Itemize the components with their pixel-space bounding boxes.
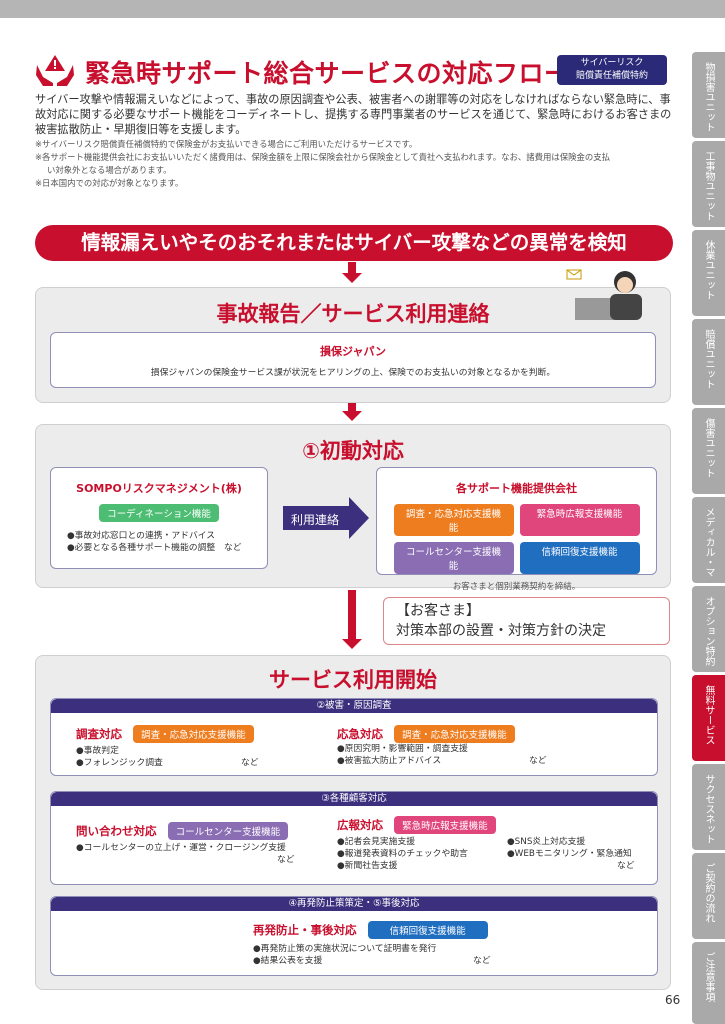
detection-banner: 情報漏えいやそのおそれまたはサイバー攻撃などの異常を検知 <box>35 225 673 261</box>
side-tab-options[interactable]: オプション特約 <box>692 586 725 672</box>
side-tab-free-services[interactable]: 無料サービス <box>692 675 725 761</box>
section-header: ④再発防止策策定・⑤事後対応 <box>51 897 657 911</box>
bullet-item: ●結果公表を支援 <box>253 956 323 966</box>
badge-line: 賠償責任補償特約 <box>575 71 648 81</box>
note: ※サイバーリスク賠償責任補償特約で保険金がお支払いできる場合にご利用いただけるサ… <box>35 139 418 149</box>
badge-line: サイバーリスク <box>580 58 644 68</box>
page-title: 緊急時サポート総合サービスの対応フロー <box>85 59 570 88</box>
function-tag: 信頼回復支援機能 <box>367 921 488 939</box>
survey-tag: 調査・応急対応支援機能 <box>393 504 514 536</box>
note: ※各サポート機能提供会社にお支払いいただく諸費用は、保険金額を上限に保険会社から… <box>35 152 611 162</box>
page-number: 66 <box>665 993 681 1007</box>
etc-label: など <box>617 861 635 871</box>
worried-person-illustration <box>566 269 642 320</box>
damage-investigation-section: ②被害・原因調査 調査対応 調査・応急対応支援機能 ●事故判定 ●フォレンジック調… <box>50 698 658 776</box>
side-tab-business-interruption[interactable]: 休業ユニット <box>692 230 725 316</box>
side-tab-injury[interactable]: 傷害ユニット <box>692 408 725 494</box>
contact-label: 利用連絡 <box>291 513 340 527</box>
coordination-tag: コーディネーション機能 <box>99 504 219 522</box>
contract-note: お客さまと個別業務契約を締結。 <box>452 582 581 592</box>
company-name: SOMPOリスクマネジメント(株) <box>76 482 242 495</box>
note: い対象外となる場合があります。 <box>47 165 172 175</box>
company-name: 損保ジャパン <box>320 345 386 358</box>
step-title: ①初動対応 <box>302 439 404 463</box>
step-title: 事故報告／サービス利用連絡 <box>216 302 490 326</box>
arrow-stem <box>348 403 356 412</box>
etc-label: など <box>241 758 259 768</box>
side-tab-liability[interactable]: 賠償ユニット <box>692 319 725 405</box>
side-tab-success-net[interactable]: サクセスネット <box>692 764 725 850</box>
callcenter-tag: コールセンター支援機能 <box>393 542 514 574</box>
response-label: 広報対応 <box>337 818 383 832</box>
report-panel: 事故報告／サービス利用連絡 損保ジャパン 損保ジャパンの保険金サービス課が状況を… <box>35 287 671 403</box>
bullet-item: ●原因究明・影響範囲・調査支援 <box>337 744 468 754</box>
down-arrow-icon <box>342 273 362 283</box>
bullet-item: ●被害拡大防止アドバイス <box>337 756 442 766</box>
down-arrow-icon <box>342 639 362 649</box>
initial-response-panel: ①初動対応 SOMPOリスクマネジメント(株) コーディネーション機能 ●事故対… <box>35 424 671 592</box>
arrow-stem <box>348 262 356 274</box>
side-tab-property[interactable]: 物損害ユニット <box>692 52 725 138</box>
arrow-stem <box>348 590 356 640</box>
customer-response-section: ③各種顧客対応 問い合わせ対応 コールセンター支援機能 ●コールセンターの立上げ… <box>50 791 658 885</box>
function-tag: コールセンター支援機能 <box>167 822 289 840</box>
contact-arrow-icon <box>283 497 369 539</box>
side-tab-construction[interactable]: 工事物ユニット <box>692 141 725 227</box>
sompo-rm-box: SOMPOリスクマネジメント(株) コーディネーション機能 ●事故対応窓口との連… <box>50 467 268 569</box>
bullet-item: ●コールセンターの立上げ・運営・クロージング支援 <box>76 843 286 853</box>
note: ※日本国内での対応が対象となります。 <box>35 178 184 188</box>
response-label: 応急対応 <box>337 727 383 741</box>
function-tag: 調査・応急対応支援機能 <box>394 725 515 743</box>
callout-line: 対策本部の設置・対策方針の決定 <box>396 623 606 639</box>
response-label: 調査対応 <box>76 727 122 741</box>
side-tab-contract-flow[interactable]: ご契約の流れ <box>692 853 725 939</box>
etc-label: など <box>277 855 295 865</box>
section-header: ③各種顧客対応 <box>51 792 657 806</box>
bullet-item: ●事故判定 <box>76 746 119 756</box>
side-tab-notes[interactable]: ご注意事項 <box>692 942 725 1024</box>
bullet-item: ●新聞社告支援 <box>337 861 398 871</box>
bullet-item: ●事故対応窓口との連携・アドバイス <box>67 531 216 541</box>
response-label: 再発防止・事後対応 <box>253 923 357 937</box>
intro-text: サイバー攻撃や情報漏えいなどによって、事故の原因調査や公表、被害者への謝罪等の対… <box>35 93 672 136</box>
customer-callout: 【お客さま】対策本部の設置・対策方針の決定 <box>383 597 670 645</box>
notes: ※サイバーリスク賠償責任補償特約で保険金がお支払いできる場合にご利用いただけるサ… <box>35 138 675 190</box>
callout-line: 【お客さま】 <box>396 603 480 619</box>
function-tag: 調査・応急対応支援機能 <box>133 725 254 743</box>
report-box: 損保ジャパン 損保ジャパンの保険金サービス課が状況をヒアリングの上、保険でのお支… <box>50 332 656 388</box>
side-tab-medical-master[interactable]: メディカル・マスター <box>670 497 725 583</box>
report-desc: 損保ジャパンの保険金サービス課が状況をヒアリングの上、保険でのお支払いの対象とな… <box>150 368 556 378</box>
recurrence-prevention-section: ④再発防止策策定・⑤事後対応 再発防止・事後対応 信頼回復支援機能 ●再発防止策… <box>50 896 658 976</box>
bullet-item: ●再発防止策の実施状況について証明書を発行 <box>253 944 437 954</box>
bullet-item: ●必要となる各種サポート機能の調整 など <box>67 543 242 553</box>
bullet-item: ●記者会見実施支援 <box>337 837 416 847</box>
providers-box: 各サポート機能提供会社 調査・応急対応支援機能 緊急時広報支援機能 コールセンタ… <box>376 467 657 592</box>
function-tag: 緊急時広報支援機能 <box>394 816 496 834</box>
down-arrow-icon <box>342 411 362 421</box>
alert-hands-icon <box>36 55 74 86</box>
trust-tag: 信頼回復支援機能 <box>519 542 640 574</box>
bullet-item: ●フォレンジック調査 <box>76 758 163 768</box>
section-header: ②被害・原因調査 <box>51 699 657 713</box>
bullet-item: ●報道発表資料のチェックや助言 <box>337 849 468 859</box>
service-panel: サービス利用開始 ②被害・原因調査 調査対応 調査・応急対応支援機能 ●事故判定… <box>35 655 671 990</box>
category-badge: サイバーリスク賠償責任補償特約 <box>557 55 667 85</box>
step-title: サービス利用開始 <box>269 668 437 692</box>
company-name: 各サポート機能提供会社 <box>456 482 577 495</box>
etc-label: など <box>473 956 491 966</box>
bullet-item: ●SNS炎上対応支援 <box>507 837 586 847</box>
bullet-item: ●WEBモニタリング・緊急通知 <box>507 849 632 859</box>
etc-label: など <box>529 756 547 766</box>
response-label: 問い合わせ対応 <box>76 824 157 838</box>
top-bar <box>0 0 725 18</box>
pr-tag: 緊急時広報支援機能 <box>519 504 640 536</box>
